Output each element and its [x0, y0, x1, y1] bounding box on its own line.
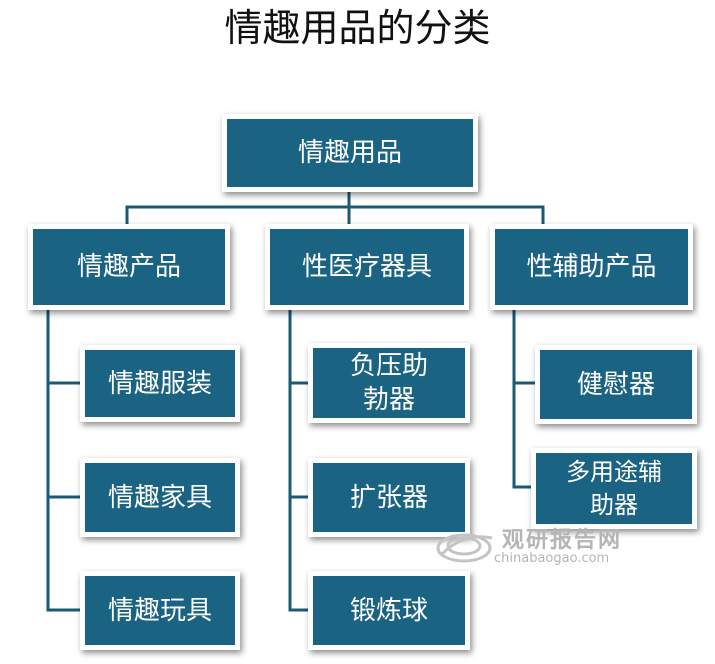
child-label: 扩张器: [349, 482, 428, 513]
watermark-en-text: chinabaogao.com: [494, 551, 610, 566]
child-node-3-1: 健慰器: [535, 345, 697, 424]
watermark: 观研报告网 chinabaogao.com: [436, 522, 646, 572]
child-node-3-2: 多用途辅助器: [531, 448, 697, 529]
diagram-title: 情趣用品的分类: [224, 6, 491, 50]
child-node-2-1: 负压助勃器: [308, 343, 470, 423]
child-label: 情趣服装: [107, 368, 212, 399]
category-label: 情趣产品: [76, 252, 181, 282]
child-label: 锻炼球: [349, 595, 428, 626]
root-label: 情趣用品: [297, 138, 402, 168]
child-label: 情趣玩具: [107, 595, 212, 626]
category-label: 性辅助产品: [526, 252, 657, 282]
watermark-cn-text: 观研报告网: [502, 528, 623, 553]
root-node: 情趣用品: [222, 114, 478, 192]
child-node-2-3: 锻炼球: [308, 571, 470, 650]
child-node-1-3: 情趣玩具: [80, 571, 240, 650]
child-node-1-2: 情趣家具: [80, 458, 240, 537]
child-label: 情趣家具: [107, 482, 212, 513]
child-node-1-1: 情趣服装: [80, 345, 240, 422]
child-label: 多用途辅助器: [566, 457, 662, 519]
category-node-1: 情趣产品: [28, 224, 230, 310]
category-label: 性医疗器具: [301, 252, 432, 282]
watermark-logo-icon: [436, 533, 493, 563]
child-node-2-2: 扩张器: [308, 458, 470, 537]
child-label: 健慰器: [576, 369, 655, 400]
child-label: 负压助勃器: [349, 351, 428, 415]
category-node-2: 性医疗器具: [265, 224, 469, 310]
category-node-3: 性辅助产品: [490, 224, 693, 310]
